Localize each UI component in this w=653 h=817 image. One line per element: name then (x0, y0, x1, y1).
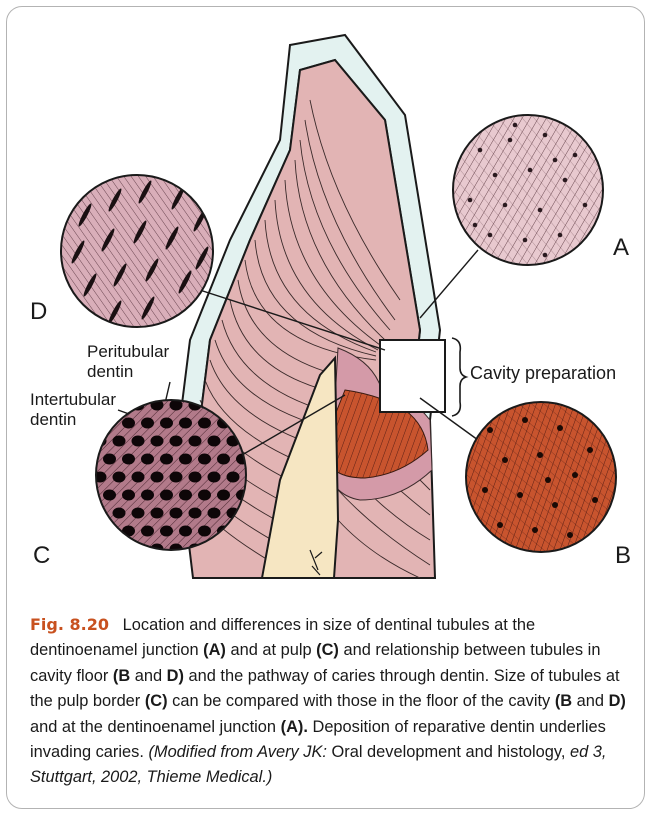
large-tubule (189, 472, 202, 483)
large-tubule (217, 454, 230, 465)
caption-text: and at pulp (226, 641, 316, 659)
large-tubule (198, 490, 211, 501)
caption-ref: (C) (316, 641, 339, 659)
large-tubule (151, 472, 164, 483)
large-tubule (113, 508, 126, 519)
caption-ref: D) (609, 692, 626, 710)
large-tubule (179, 490, 192, 501)
large-tubule (189, 508, 202, 519)
caption-ref: (A) (203, 641, 226, 659)
large-tubule (198, 454, 211, 465)
label-peritubular-dentin: Peritubular dentin (87, 342, 177, 382)
cavity-notch (380, 340, 445, 412)
large-tubule (122, 454, 135, 465)
large-tubule (160, 490, 173, 501)
large-tubule (160, 418, 173, 429)
caption-text: Oral development and histology, (327, 743, 570, 761)
large-tubule (141, 526, 154, 537)
large-tubule (198, 526, 211, 537)
large-tubule (151, 436, 164, 447)
large-tubule (141, 454, 154, 465)
label-a: A (613, 234, 629, 262)
caption-text: and at the dentinoenamel junction (30, 718, 281, 736)
large-tubule (103, 526, 116, 537)
caption-text: and (572, 692, 608, 710)
large-tubule (170, 472, 183, 483)
large-tubule (103, 454, 116, 465)
large-tubule (132, 436, 145, 447)
large-tubule (208, 508, 221, 519)
large-tubule (151, 508, 164, 519)
large-tubule (113, 472, 126, 483)
caption-text: and (130, 667, 166, 685)
large-tubule (113, 436, 126, 447)
large-tubule (113, 544, 126, 555)
label-d: D (30, 298, 47, 326)
large-tubule (122, 490, 135, 501)
large-tubule (179, 526, 192, 537)
large-tubule (208, 472, 221, 483)
label-cavity-preparation: Cavity preparation (470, 363, 616, 383)
cavity-bracket (452, 338, 466, 416)
large-tubule (122, 526, 135, 537)
large-tubule (160, 454, 173, 465)
caption-text: can be compared with those in the floor … (168, 692, 555, 710)
caption-ref: (A). (281, 718, 308, 736)
large-tubule (170, 508, 183, 519)
large-tubule (198, 418, 211, 429)
large-tubule (141, 490, 154, 501)
large-tubule (103, 490, 116, 501)
large-tubule (132, 508, 145, 519)
caption-ref: (B (113, 667, 130, 685)
large-tubule (208, 436, 221, 447)
caption-source: (Modified from Avery JK: (148, 743, 327, 761)
large-tubule (179, 418, 192, 429)
circle-b-carious-tubules (462, 398, 622, 558)
caption-ref: D) (167, 667, 184, 685)
large-tubule (179, 454, 192, 465)
caption-ref: (B (555, 692, 572, 710)
label-intertubular-dentin: Intertubular dentin (30, 390, 140, 430)
figure-number: Fig. 8.20 (30, 615, 109, 634)
large-tubule (160, 526, 173, 537)
label-c: C (33, 542, 50, 570)
large-tubule (217, 490, 230, 501)
large-tubule (94, 544, 107, 555)
tooth-illustration (0, 0, 653, 600)
large-tubule (189, 436, 202, 447)
large-tubule (141, 418, 154, 429)
large-tubule (170, 436, 183, 447)
caption-ref: (C) (145, 692, 168, 710)
large-tubule (132, 472, 145, 483)
label-b: B (615, 542, 631, 570)
figure-caption: Fig. 8.20 Location and differences in si… (30, 612, 630, 791)
large-tubule (227, 472, 240, 483)
